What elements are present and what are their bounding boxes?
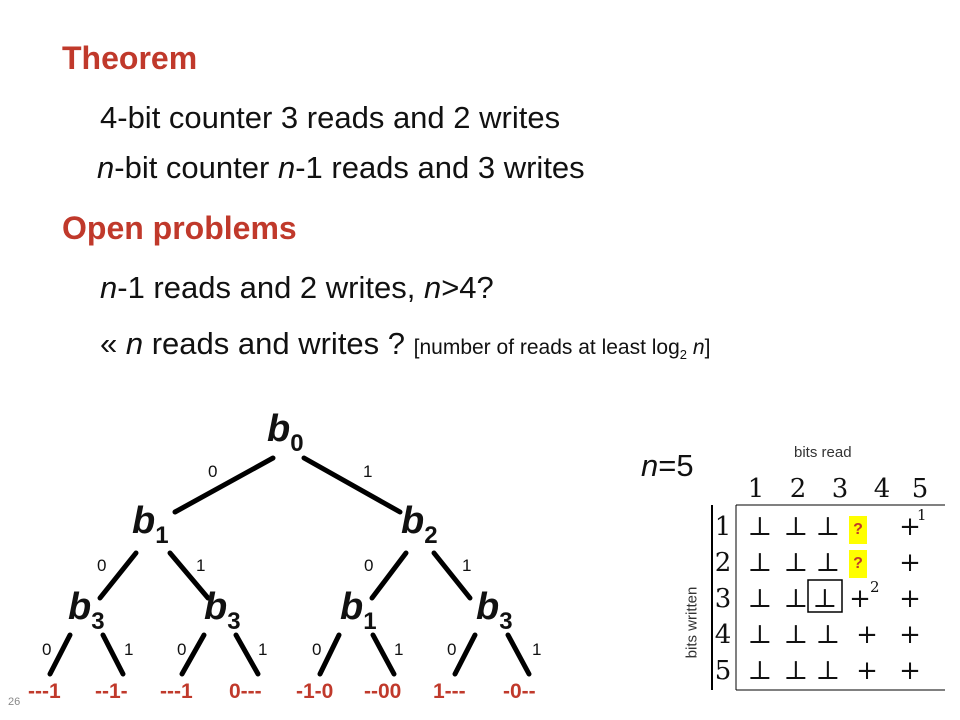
table-cell: ⊥ <box>783 584 809 614</box>
leaf-pattern: -1-0 <box>296 680 334 703</box>
edge-leaf-8 <box>505 632 532 677</box>
table-cell: ⊥ <box>815 548 841 578</box>
edge-label: 1 <box>124 640 134 659</box>
edge-b1-b3a <box>97 550 139 601</box>
table-cell: ⊥ <box>783 620 809 650</box>
edge-b2-b1 <box>369 550 409 601</box>
edge-label: 0 <box>364 556 374 575</box>
highlighted-cell-box <box>807 579 843 613</box>
table-cell: ⊥ <box>783 512 809 542</box>
leaf-pattern: --1- <box>95 680 128 703</box>
page-number: 26 <box>8 696 21 708</box>
table-cell: ⊥ <box>812 584 838 614</box>
edge-b1-b3b <box>167 550 211 601</box>
edge-label: 1 <box>363 462 373 481</box>
superscript-1: 1 <box>917 506 927 524</box>
col-header: 5 <box>911 474 929 504</box>
question-cell: ? <box>849 550 867 578</box>
table-cell: + <box>856 620 878 650</box>
tree-node-b3-left: b3 <box>68 586 105 635</box>
open-problem-2: « n reads and writes ? [number of reads … <box>100 326 711 363</box>
table-cell: + <box>849 584 871 614</box>
question-cell: ? <box>849 516 867 544</box>
edge-label: 1 <box>462 556 472 575</box>
n-label: n=5 <box>641 448 694 483</box>
tree-node-b2: b2 <box>401 500 438 549</box>
row-header: 4 <box>714 620 732 650</box>
edge-leaf-4 <box>233 632 261 677</box>
table-cell: ⊥ <box>783 548 809 578</box>
table-cell: ⊥ <box>783 656 809 686</box>
edge-leaf-3 <box>179 632 207 677</box>
open-problems-heading: Open problems <box>62 210 297 246</box>
edge-label: 1 <box>258 640 268 659</box>
row-header: 3 <box>714 584 732 614</box>
tree-node-b3-right: b3 <box>476 586 513 635</box>
table-cell: + <box>899 656 921 686</box>
edge-label: 1 <box>394 640 404 659</box>
superscript-2: 2 <box>870 578 880 596</box>
edge-b2-b3 <box>431 550 473 601</box>
table-cell: ⊥ <box>747 620 773 650</box>
tree-node-b1-lower: b1 <box>340 586 377 635</box>
table-cell: + <box>856 656 878 686</box>
leaf-pattern: ---1 <box>28 680 61 703</box>
tree-node-b1: b1 <box>132 500 169 549</box>
edge-label: 0 <box>447 640 457 659</box>
table-cell: ⊥ <box>747 584 773 614</box>
table-cell: ⊥ <box>747 656 773 686</box>
edge-label: 0 <box>177 640 187 659</box>
open-problem-1: n-1 reads and 2 writes, n>4? <box>100 270 494 305</box>
edge-label: 0 <box>208 462 218 481</box>
edge-leaf-2 <box>100 632 126 677</box>
theorem-line-2: n-bit counter n-1 reads and 3 writes <box>97 150 585 185</box>
table-cell: ⊥ <box>815 620 841 650</box>
table-cell: + <box>899 584 921 614</box>
edge-label: 0 <box>312 640 322 659</box>
col-header: 4 <box>873 474 891 504</box>
table-cell: + <box>899 512 921 542</box>
theorem-heading: Theorem <box>62 40 198 76</box>
row-header: 2 <box>714 548 732 578</box>
table-cell: ⊥ <box>815 656 841 686</box>
edge-b0-b2 <box>301 455 403 515</box>
edge-label: 1 <box>196 556 206 575</box>
tree-node-b0: b0 <box>267 408 304 457</box>
table-cell: ⊥ <box>747 548 773 578</box>
leaf-pattern: ---1 <box>160 680 193 703</box>
row-header: 5 <box>714 656 732 686</box>
col-header: 3 <box>831 474 849 504</box>
tree-node-b3-mid: b3 <box>204 586 241 635</box>
edge-leaf-5 <box>317 632 342 677</box>
leaf-pattern: 1--- <box>433 680 466 703</box>
edge-leaf-7 <box>452 632 478 677</box>
col-header: 2 <box>789 474 807 504</box>
table-cell: + <box>899 620 921 650</box>
edge-label: 1 <box>532 640 542 659</box>
edge-label: 0 <box>42 640 52 659</box>
edge-b0-b1 <box>172 455 276 515</box>
table-cell: ⊥ <box>747 512 773 542</box>
open-problem-2-bracket: [number of reads at least log2 n] <box>413 336 711 363</box>
leaf-pattern: -0-- <box>503 680 536 703</box>
table-cell: + <box>899 548 921 578</box>
leaf-pattern: 0--- <box>229 680 262 703</box>
edge-label: 0 <box>97 556 107 575</box>
edge-leaf-6 <box>370 632 397 677</box>
bits-read-label: bits read <box>794 444 852 461</box>
table-cell: ⊥ <box>815 512 841 542</box>
theorem-line-1: 4-bit counter 3 reads and 2 writes <box>100 100 561 135</box>
row-header: 1 <box>714 512 732 542</box>
edge-leaf-1 <box>47 632 73 677</box>
col-header: 1 <box>747 474 765 504</box>
leaf-pattern: --00 <box>364 680 402 703</box>
